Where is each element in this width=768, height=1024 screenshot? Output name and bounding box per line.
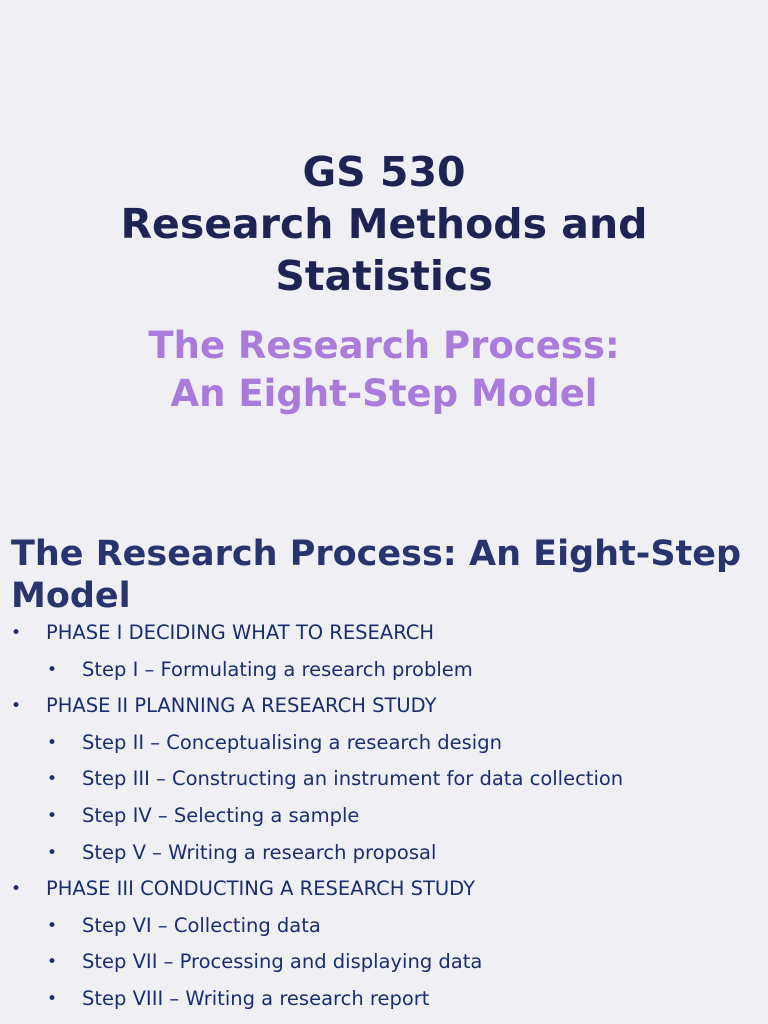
bullet-list: • PHASE I DECIDING WHAT TO RESEARCH • Step … — [0, 618, 768, 1021]
bullet-icon: • — [47, 659, 58, 680]
subtitle-line-2: An Eight-Step Model — [170, 372, 598, 415]
phase-label: PHASE II PLANNING A RESEARCH STUDY — [46, 694, 437, 718]
course-name-line-1: Research Methods and — [120, 200, 648, 248]
step-item: • Step VIII – Writing a research report — [0, 984, 768, 1021]
step-item: • Step VI – Collecting data — [0, 911, 768, 948]
bullet-icon: • — [47, 952, 58, 973]
step-label: Step VIII – Writing a research report — [82, 986, 430, 1010]
bullet-icon: • — [11, 696, 22, 717]
course-code: GS 530 — [302, 148, 466, 196]
step-item: • Step IV – Selecting a sample — [0, 801, 768, 838]
phase-item: • PHASE II PLANNING A RESEARCH STUDY — [0, 691, 768, 728]
bullet-icon: • — [47, 732, 58, 753]
bullet-icon: • — [47, 805, 58, 826]
title-slide: GS 530 Research Methods and Statistics T… — [0, 146, 768, 418]
course-title: GS 530 Research Methods and Statistics — [0, 146, 768, 302]
phase-item: • PHASE III CONDUCTING A RESEARCH STUDY — [0, 874, 768, 911]
step-item: • Step II – Conceptualising a research de… — [0, 728, 768, 765]
slide-subtitle: The Research Process: An Eight-Step Mode… — [0, 322, 768, 418]
step-item: • Step V – Writing a research proposal — [0, 838, 768, 875]
bullet-icon: • — [11, 879, 22, 900]
phase-label: PHASE I DECIDING WHAT TO RESEARCH — [46, 621, 435, 644]
slide-title: The Research Process: An Eight-Step Mode… — [11, 534, 742, 616]
step-label: Step VII – Processing and displaying dat… — [82, 950, 483, 974]
step-label: Step II – Conceptualising a research des… — [82, 730, 502, 754]
step-item: • Step VII – Processing and displaying da… — [0, 947, 768, 984]
content-slide: The Research Process: An Eight-Step Mode… — [0, 512, 768, 1024]
bullet-icon: • — [47, 842, 58, 863]
bullet-icon: • — [11, 623, 22, 643]
step-label: Step VI – Collecting data — [82, 913, 321, 937]
bullet-icon: • — [47, 915, 58, 936]
bullet-icon: • — [47, 769, 58, 790]
step-label: Step I – Formulating a research problem — [82, 657, 473, 681]
bullet-icon: • — [47, 988, 58, 1009]
phase-item: • PHASE I DECIDING WHAT TO RESEARCH — [0, 618, 768, 655]
course-name-line-2: Statistics — [275, 252, 493, 300]
step-label: Step IV – Selecting a sample — [82, 803, 360, 827]
phase-label: PHASE III CONDUCTING A RESEARCH STUDY — [46, 877, 476, 901]
subtitle-line-1: The Research Process: — [148, 324, 620, 367]
step-label: Step III – Constructing an instrument fo… — [82, 767, 624, 791]
step-item: • Step I – Formulating a research problem — [0, 655, 768, 692]
step-label: Step V – Writing a research proposal — [82, 840, 437, 864]
step-item: • Step III – Constructing an instrument f… — [0, 764, 768, 801]
